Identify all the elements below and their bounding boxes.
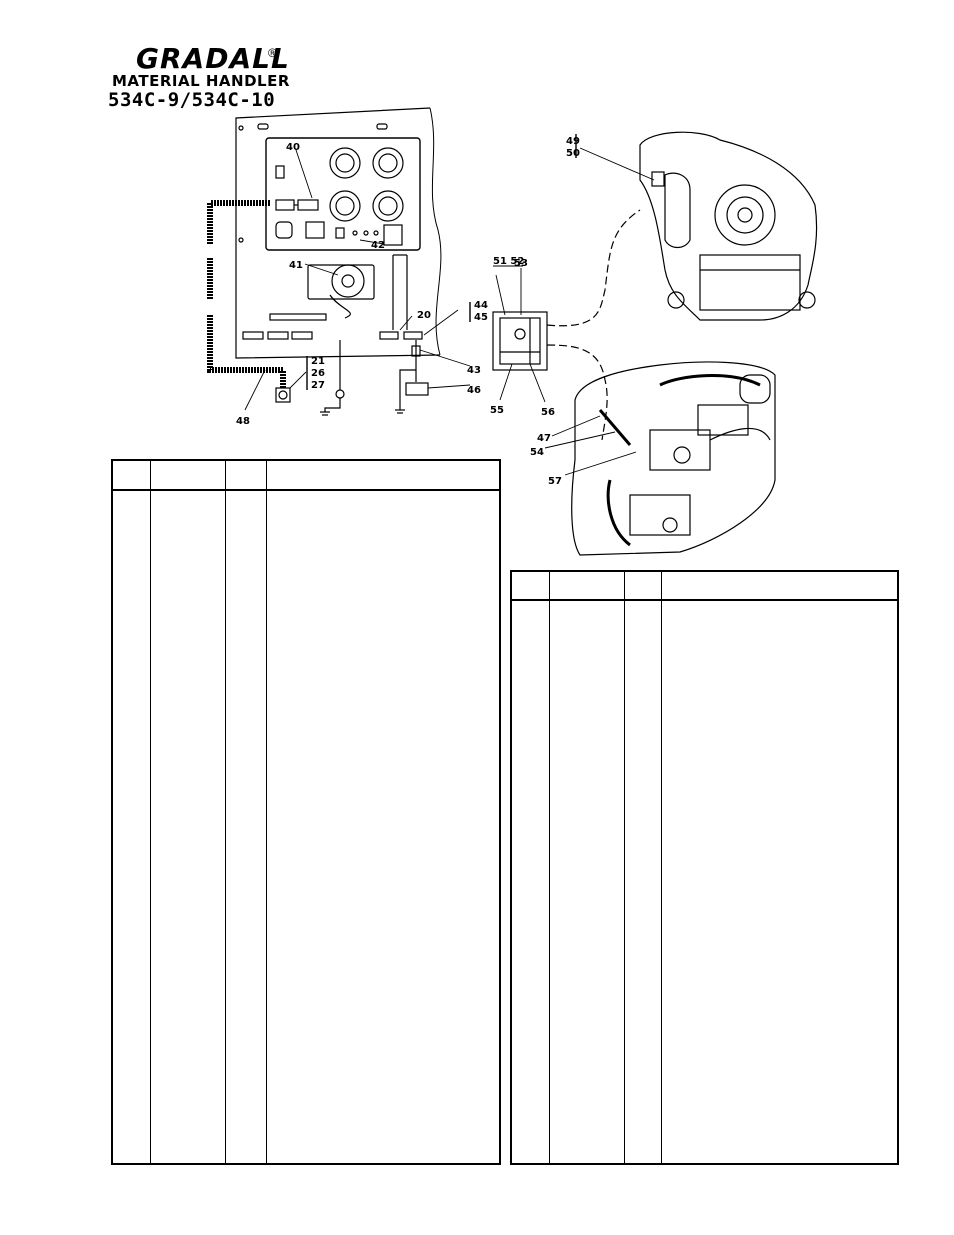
table-column-divider — [225, 461, 226, 1163]
callout-27: 27 — [311, 380, 325, 391]
callout-43: 43 — [467, 365, 481, 376]
callout-51-52: 51 52 — [493, 256, 524, 267]
table-header — [113, 461, 499, 491]
engine-top-view — [639, 131, 818, 321]
callout-41: 41 — [289, 260, 303, 271]
callout-56: 56 — [541, 407, 555, 418]
callout-42: 42 — [371, 240, 385, 251]
callout-57: 57 — [548, 476, 562, 487]
engine-side-view — [571, 361, 776, 556]
table-column-divider — [150, 461, 151, 1163]
callout-48: 48 — [236, 416, 250, 427]
table-column-divider — [266, 461, 267, 1163]
callout-55: 55 — [490, 405, 504, 416]
brand-name: GRADALL — [136, 42, 290, 75]
parts-table-right — [510, 570, 899, 1165]
callout-54: 54 — [530, 447, 544, 458]
callout-20: 20 — [417, 310, 431, 321]
model-number: 534C-9/534C-10 — [108, 89, 276, 111]
table-column-divider — [549, 572, 550, 1163]
callout-53: 53 — [514, 258, 528, 269]
wire-harness — [207, 200, 286, 388]
callout-47: 47 — [537, 433, 551, 444]
product-subtitle: MATERIAL HANDLER — [112, 72, 290, 90]
callout-26: 26 — [311, 368, 325, 379]
dashed-leaders — [546, 209, 641, 441]
table-column-divider — [661, 572, 662, 1163]
table-column-divider — [624, 572, 625, 1163]
callout-46: 46 — [467, 385, 481, 396]
registered-mark: ® — [268, 46, 277, 60]
parts-table-left — [111, 459, 501, 1165]
dash-panel — [235, 107, 442, 416]
gradall-logo: GRADALL ® MATERIAL HANDLER 534C-9/534C-1… — [108, 42, 308, 112]
callout-49: 49 — [566, 136, 580, 147]
callout-45: 45 — [474, 312, 488, 323]
callout-50: 50 — [566, 148, 580, 159]
leader-lines — [244, 147, 655, 476]
relay-box — [492, 311, 548, 371]
table-header — [512, 572, 897, 601]
callout-44: 44 — [474, 300, 488, 311]
callout-40: 40 — [286, 142, 300, 153]
callout-21: 21 — [311, 356, 325, 367]
